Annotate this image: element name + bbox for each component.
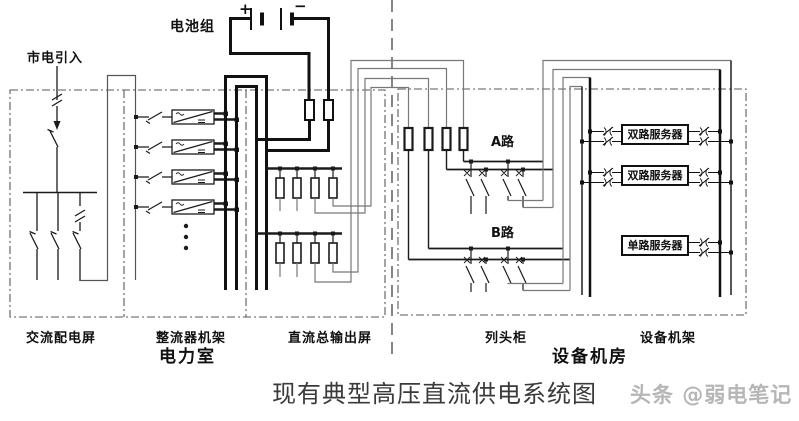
rectifier-unit [134,169,239,185]
bus-taps [278,166,335,236]
circuit-b-breakers [463,248,527,292]
equipment-room-label: 设备机房 [552,347,628,367]
rectifier-unit [134,139,239,155]
server-connections [584,126,729,257]
circuit-a-breakers [463,161,527,214]
watermark: 头条 @弱电笔记 [630,383,793,407]
rectifier-rack [134,109,239,251]
dc-output-panel [256,166,342,277]
dc-output-panel-label: 直流总输出屏 [288,331,373,346]
server-boxes [621,124,689,256]
equipment-rack-label: 设备机架 [640,331,697,346]
rectifier-unit [134,109,239,125]
dc-bus-bars [224,75,268,290]
battery-circuit [229,8,334,152]
diagram-caption: 现有典型高压直流供电系统图 [272,380,597,408]
equipment-rack [580,60,733,297]
more-units-ellipsis [183,223,189,251]
rectifier-rack-label: 整流器机架 [156,331,227,346]
room-borders [9,88,747,318]
output-fuses [275,177,338,264]
row-head-cabinet-label: 列头柜 [485,331,528,346]
battery-minus-sign: − [294,0,307,15]
row-head-fuses [403,126,469,152]
bus-taps [580,129,733,255]
single-server-label: 单路服务器 [627,239,683,252]
battery-fuses [304,99,334,121]
feeder-loops-right [508,59,731,292]
dual-server-label-2: 双路服务器 [627,169,683,182]
battery-symbol [250,8,294,30]
battery-plus-sign: + [239,0,252,18]
mains-input-label: 市电引入 [27,51,84,66]
circuit-a-label: A路 [491,135,515,150]
ac-distribution-panel [23,66,137,282]
rectifier-unit [134,199,239,215]
dual-server-label-1: 双路服务器 [627,128,683,141]
power-room-label: 电力室 [159,347,216,367]
battery-label: 电池组 [170,19,215,35]
ac-panel-label: 交流配电屏 [26,331,97,346]
circuit-b-label: B路 [491,226,514,241]
feeder-loops-left [314,59,465,283]
row-head-cabinet [403,126,570,292]
